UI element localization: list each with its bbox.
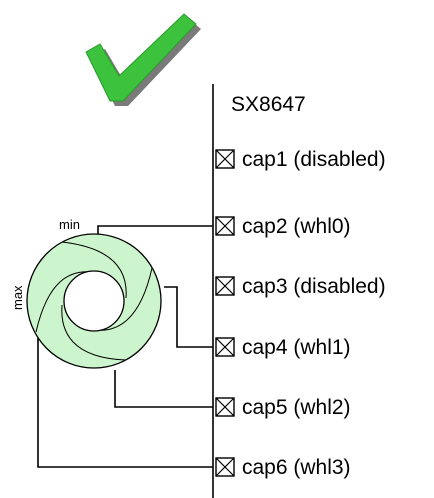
pin-label: cap6 (whl3) xyxy=(242,456,351,479)
wire-cap6 xyxy=(37,334,213,468)
pin-cap5: cap5 (whl2) xyxy=(215,396,351,419)
pin-label: cap1 (disabled) xyxy=(242,148,386,171)
wheel-max-label: max xyxy=(10,285,25,310)
pin-cap6: cap6 (whl3) xyxy=(215,456,351,479)
pin-label: cap4 (whl1) xyxy=(242,336,351,359)
pin-label: cap5 (whl2) xyxy=(242,396,351,419)
pin-label: cap3 (disabled) xyxy=(242,275,386,298)
wire-cap5 xyxy=(114,370,213,408)
wheel-center xyxy=(63,270,125,332)
chip-name: SX8647 xyxy=(231,93,306,116)
pin-cap3: cap3 (disabled) xyxy=(215,275,386,298)
pin-label: cap2 (whl0) xyxy=(242,215,351,238)
checkmark-icon xyxy=(85,13,201,106)
pin-cap4: cap4 (whl1) xyxy=(215,336,351,359)
wheel-min-label: min xyxy=(59,217,80,232)
pin-cap1: cap1 (disabled) xyxy=(215,148,386,171)
wire-cap4 xyxy=(164,286,213,348)
pin-cap2: cap2 (whl0) xyxy=(215,215,351,238)
wheel-sensor xyxy=(26,233,162,369)
